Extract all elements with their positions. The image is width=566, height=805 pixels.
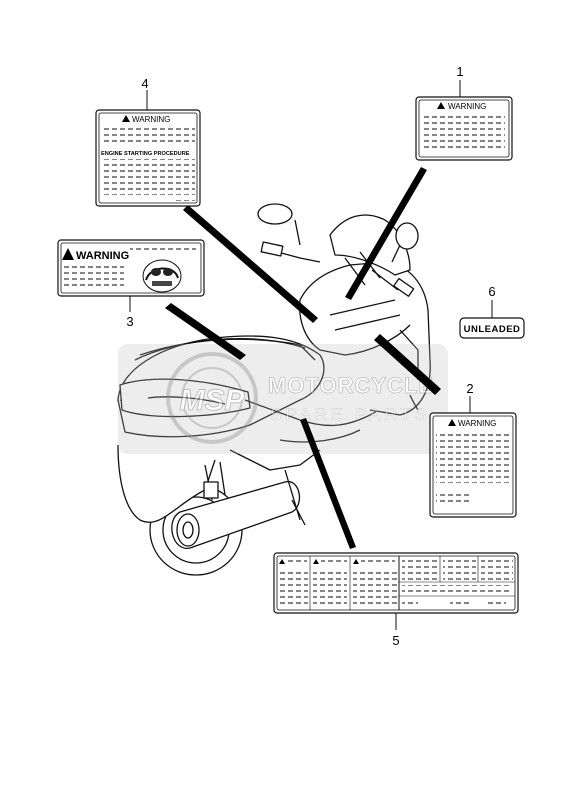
label-6: 6 UNLEADED (459, 284, 525, 339)
watermark-line2: SPARE PARTS (270, 405, 430, 424)
label-4-engine-procedure: ENGINE STARTING PROCEDURE (101, 151, 190, 157)
callout-5: 5 (392, 633, 399, 648)
watermark-logo: MSP (179, 384, 245, 417)
label-5: 5 (273, 552, 519, 648)
callout-4: 4 (141, 76, 148, 91)
label-1-warning: WARNING (448, 102, 486, 111)
label-4: 4 WARNING ENGINE STARTING PROCEDURE (95, 76, 201, 207)
leader-line-5 (300, 418, 356, 549)
leader-line-1 (345, 167, 427, 300)
callout-1: 1 (456, 64, 463, 79)
label-3-warning: WARNING (76, 250, 129, 262)
label-2-warning: WARNING (458, 419, 496, 428)
label-2: 2 WARNING (429, 381, 517, 518)
leader-line-2 (374, 334, 441, 395)
label-6-unleaded: UNLEADED (464, 324, 521, 335)
helmet-icon (142, 259, 182, 293)
callout-2: 2 (466, 381, 473, 396)
watermark: MSP MOTORCYCLE SPARE PARTS (118, 344, 448, 454)
watermark-line1: MOTORCYCLE (268, 373, 434, 398)
label-1: 1 WARNING (415, 64, 513, 161)
leader-line-4 (183, 205, 318, 323)
scooter-drawing (117, 203, 431, 576)
leader-line-3 (165, 303, 246, 360)
callout-3: 3 (126, 314, 133, 329)
label-4-warning: WARNING (132, 115, 170, 124)
callout-6: 6 (488, 284, 495, 299)
leader-lines (165, 167, 441, 549)
label-3: 3 WARNING (57, 239, 205, 329)
